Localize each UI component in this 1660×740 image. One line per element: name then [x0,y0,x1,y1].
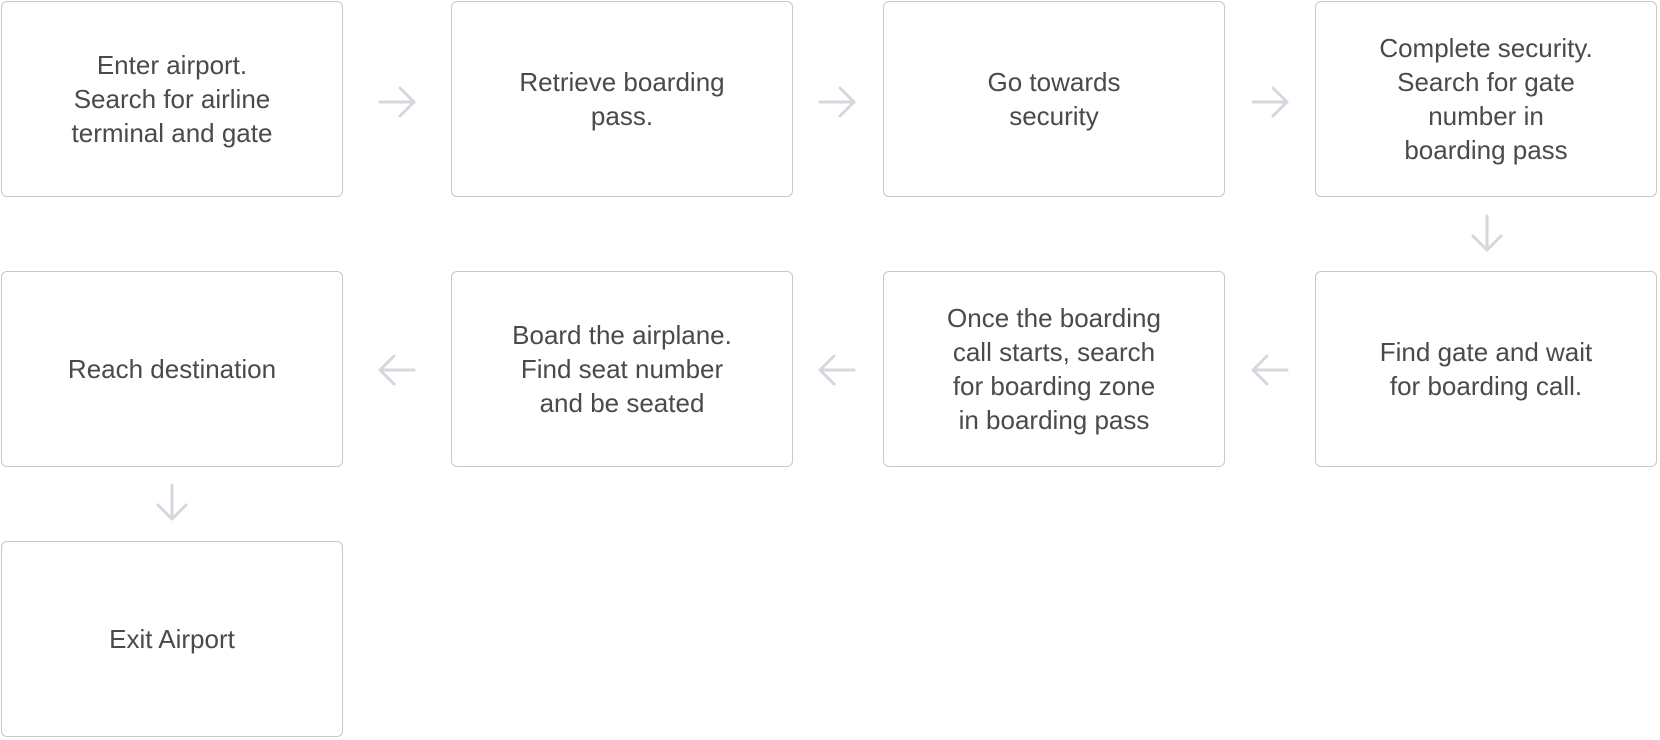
arrow-down-icon [150,481,194,525]
arrow-left-icon [1247,348,1291,392]
arrow-right-icon [376,80,420,124]
step-text: Board the airplane. Find seat number and… [512,320,732,418]
step-text: Retrieve boarding pass. [519,67,725,131]
step-box-complete-security: Complete security. Search for gate numbe… [1315,1,1657,197]
step-box-reach-destination: Reach destination [1,271,343,467]
step-text: Find gate and wait for boarding call. [1379,337,1593,401]
step-text: Enter airport. Search for airline termin… [71,50,273,148]
step-text: Once the boarding call starts, search fo… [947,303,1161,435]
step-box-find-gate: Find gate and wait for boarding call. [1315,271,1657,467]
step-text: Go towards security [987,67,1121,131]
arrow-down-icon [1465,212,1509,256]
arrow-left-icon [374,348,418,392]
step-box-boarding-zone: Once the boarding call starts, search fo… [883,271,1225,467]
step-text: Reach destination [67,354,277,384]
arrow-right-icon [1249,80,1293,124]
step-text: Complete security. Search for gate numbe… [1379,33,1593,165]
step-text: Exit Airport [109,624,235,654]
step-box-exit-airport: Exit Airport [1,541,343,737]
arrow-left-icon [814,348,858,392]
arrow-right-icon [816,80,860,124]
step-box-retrieve-boarding-pass: Retrieve boarding pass. [451,1,793,197]
step-box-board-airplane: Board the airplane. Find seat number and… [451,271,793,467]
step-box-enter-airport: Enter airport. Search for airline termin… [1,1,343,197]
step-box-go-towards-security: Go towards security [883,1,1225,197]
